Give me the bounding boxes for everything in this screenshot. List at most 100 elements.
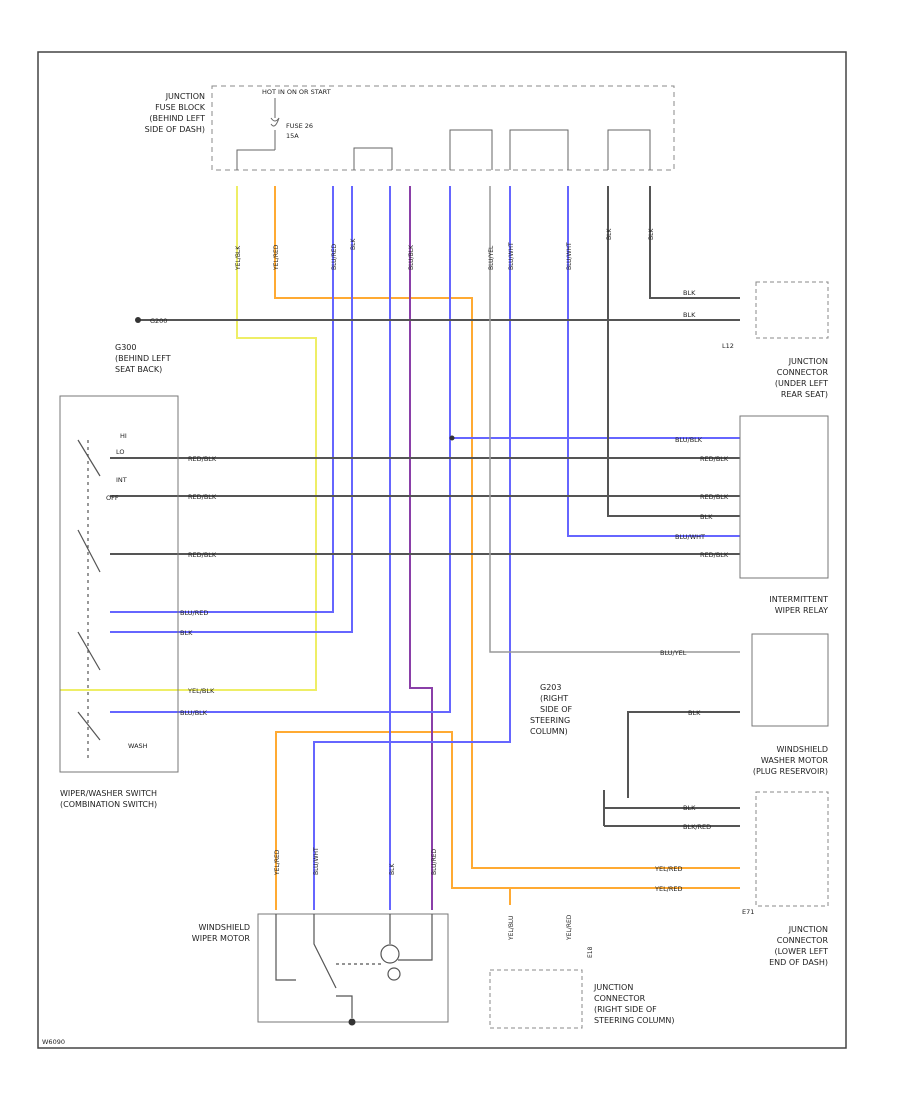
jc-rear-label-1: JUNCTION [788, 357, 828, 366]
wm-vwire-1: YEL/RED [274, 849, 281, 876]
switch-label-1: WIPER/WASHER SWITCH [60, 789, 157, 798]
intermittent-relay-box [739, 415, 829, 579]
e18-label: E18 [587, 946, 594, 958]
fuse-block-outline [211, 85, 675, 171]
vlabel-4: BLK [350, 238, 357, 250]
sw-wire-3: RED/BLK [188, 551, 217, 559]
g203-label-1: G203 [540, 683, 561, 692]
ground-g200-dot [135, 317, 141, 323]
jc-rear-label-4: REAR SEAT) [781, 390, 828, 399]
e71-wire-2: BLK/RED [683, 823, 711, 831]
switch-pos-int: INT [116, 476, 127, 484]
relay-wire-3: RED/BLK [700, 493, 729, 501]
jc-steer-label-2: CONNECTOR [594, 994, 646, 1003]
wire-blue-2 [110, 186, 353, 633]
wire-blk-washer [627, 711, 740, 798]
sw-wire-7: BLU/BLK [180, 709, 208, 717]
jc-lower-label-2: CONNECTOR [777, 936, 829, 945]
e71-label: E71 [742, 908, 754, 916]
fuse-block-label-3: (BEHIND LEFT [149, 114, 205, 123]
sw-wire-4: BLU/RED [180, 609, 208, 617]
wm-vwire-3: BLK [389, 863, 396, 875]
washer-wire-1: BLU/YEL [660, 649, 687, 657]
splice-dot-1 [449, 435, 455, 441]
vlabel-2: YEL/RED [273, 244, 280, 271]
jc-steer-label-4: STEERING COLUMN) [594, 1016, 675, 1025]
jc-rear-label-2: CONNECTOR [777, 368, 829, 377]
g203-label-3: SIDE OF [540, 705, 572, 714]
g300-label-3: SEAT BACK) [115, 365, 162, 374]
sw-wire-5: BLK [180, 629, 193, 637]
wire-blk-l12 [649, 186, 740, 299]
switch-pos-lo: LO [116, 448, 125, 456]
vlabel-8: BLU/WHT [566, 242, 573, 270]
sw-wire-1: RED/BLK [188, 455, 217, 463]
e18-vwire-2: YEL/RED [566, 914, 573, 941]
wire-blue-1 [110, 186, 334, 613]
fuse-block: JUNCTION FUSE BLOCK (BEHIND LEFT SIDE OF… [145, 85, 675, 171]
fuse-symbol [236, 98, 280, 170]
diagram-id: W6090 [42, 1038, 65, 1046]
switch-contacts [77, 439, 101, 760]
wm-vwire-4: BLU/RED [431, 848, 438, 875]
e71-wire-1: BLK [683, 804, 696, 812]
wiper-motor-internals [275, 914, 433, 1018]
wire-blue-6 [567, 186, 740, 537]
g300-label-1: G300 [115, 343, 136, 352]
switch-pos-wash: WASH [128, 742, 148, 750]
e18-vwire-1: YEL/BLU [508, 916, 515, 941]
jc-lower-label-1: JUNCTION [788, 925, 828, 934]
fuse-block-label-4: SIDE OF DASH) [145, 125, 205, 134]
l12-wire-2: BLK [683, 311, 696, 319]
fuse-block-bus [353, 129, 651, 170]
wire-blue-4 [110, 186, 451, 713]
washer-motor-box [751, 633, 829, 727]
vlabel-6: BLU/YEL [488, 245, 495, 270]
g203-label-5: COLUMN) [530, 727, 568, 736]
vlabel-1: YEL/BLK [235, 245, 242, 271]
g200-label: G200 [150, 317, 167, 325]
l12-label: L12 [722, 342, 734, 350]
wire-blk-relay [607, 186, 740, 517]
g203-label-2: (RIGHT [540, 694, 568, 703]
relay-wire-4: BLK [700, 513, 713, 521]
switch-pos-off: OFF [106, 494, 119, 502]
vlabel-9: BLK [606, 228, 613, 240]
vlabel-10: BLK [648, 228, 655, 240]
relay-wire-5: BLU/WHT [675, 533, 705, 541]
wire-violet [409, 186, 433, 910]
relay-wire-1: BLU/BLK [675, 436, 703, 444]
jc-steer-label-3: (RIGHT SIDE OF [594, 1005, 657, 1014]
fuse-block-label-1: JUNCTION [165, 92, 205, 101]
e71-connector [755, 791, 829, 907]
fuse-rating: 15A [286, 132, 299, 140]
wm-vwire-2: BLU/WHT [313, 847, 320, 875]
vlabel-5: BLU/BLK [408, 244, 415, 270]
diagram-frame [37, 51, 847, 1049]
e18-connector [489, 969, 583, 1029]
jc-steer-label-1: JUNCTION [593, 983, 633, 992]
e71-wire-3: YEL/RED [654, 865, 683, 873]
wire-blue-5 [313, 186, 511, 910]
int-relay-label-1: INTERMITTENT [769, 595, 828, 604]
switch-label-2: (COMBINATION SWITCH) [60, 800, 157, 809]
jc-lower-label-3: (LOWER LEFT [774, 947, 828, 956]
washer-motor-label-2: WASHER MOTOR [761, 756, 829, 765]
wiper-motor-label-2: WIPER MOTOR [192, 934, 251, 943]
vlabel-7: BLU/WHT [508, 242, 515, 270]
g203-label-4: STEERING [530, 716, 570, 725]
washer-motor-label-1: WINDSHIELD [776, 745, 828, 754]
g300-label-2: (BEHIND LEFT [115, 354, 171, 363]
switch-pos-hi: HI [120, 432, 127, 440]
jc-rear-label-3: (UNDER LEFT [775, 379, 828, 388]
washer-motor-label-3: (PLUG RESERVOIR) [753, 767, 828, 776]
relay-wire-6: RED/BLK [700, 551, 729, 559]
hot-in-label: HOT IN ON OR START [262, 88, 331, 96]
e71-wire-4: YEL/RED [654, 885, 683, 893]
wire-yellow-main [60, 186, 317, 691]
wiper-motor-box [257, 913, 449, 1023]
wire-orange-main [274, 186, 740, 869]
vertical-wire-labels: YEL/BLK YEL/RED BLU/RED BLK BLU/BLK BLU/… [235, 228, 655, 271]
sw-wire-2: RED/BLK [188, 493, 217, 501]
